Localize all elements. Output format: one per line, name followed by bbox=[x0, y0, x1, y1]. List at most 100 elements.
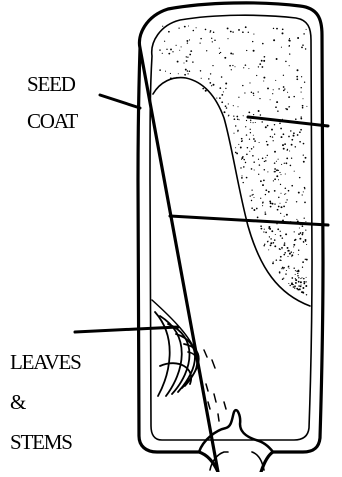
stipple-dot bbox=[269, 200, 271, 202]
stipple-dot bbox=[274, 178, 276, 180]
stipple-dot bbox=[303, 143, 305, 145]
stipple-dot bbox=[296, 288, 298, 290]
seed-coat-label-line2: COAT bbox=[27, 111, 77, 132]
stipple-dot bbox=[303, 98, 304, 99]
stipple-dot bbox=[293, 252, 294, 253]
stipple-dot bbox=[264, 56, 266, 58]
stipple-dot bbox=[243, 166, 245, 168]
stipple-dot bbox=[281, 260, 282, 261]
stipple-dot bbox=[299, 227, 300, 228]
stipple-dot bbox=[249, 139, 250, 140]
stipple-dot bbox=[300, 286, 302, 288]
stipple-dot bbox=[288, 266, 289, 267]
stipple-dot bbox=[243, 115, 244, 116]
stipple-dot bbox=[221, 76, 223, 78]
stipple-dot bbox=[296, 76, 298, 78]
stipple-dot bbox=[301, 116, 302, 117]
stipple-dot bbox=[273, 242, 275, 244]
stipple-dot bbox=[298, 250, 299, 251]
stipple-dot bbox=[273, 180, 274, 181]
stipple-dot bbox=[295, 118, 297, 120]
stipple-dot bbox=[253, 209, 255, 211]
stipple-dot bbox=[243, 159, 244, 160]
stipple-dot bbox=[253, 34, 254, 35]
radicle-dash bbox=[206, 384, 208, 391]
stipple-dot bbox=[245, 162, 246, 163]
stipple-dot bbox=[286, 199, 287, 200]
stipple-dot bbox=[279, 272, 280, 273]
stipple-dot bbox=[271, 129, 273, 131]
stipple-dot bbox=[294, 171, 295, 172]
stipple-dot bbox=[277, 110, 279, 112]
stipple-dot bbox=[276, 28, 278, 30]
stipple-dot bbox=[231, 69, 232, 70]
stipple-dot bbox=[303, 281, 305, 283]
stipple-dot bbox=[281, 247, 283, 249]
stipple-dot bbox=[290, 130, 291, 131]
stipple-dot bbox=[219, 48, 220, 49]
stipple-dot bbox=[220, 52, 221, 53]
stipple-dot bbox=[246, 120, 247, 121]
stipple-dot bbox=[296, 219, 297, 220]
stipple-dot bbox=[236, 116, 238, 118]
stipple-dot bbox=[273, 89, 274, 90]
stipple-dot bbox=[270, 202, 272, 204]
stipple-dot bbox=[230, 52, 232, 54]
stipple-dot bbox=[280, 184, 281, 185]
stipple-dot bbox=[288, 190, 290, 192]
stipple-dot bbox=[288, 136, 290, 138]
stipple-dot bbox=[176, 45, 177, 46]
stipple-dot bbox=[305, 230, 306, 231]
stipple-dot bbox=[286, 158, 288, 160]
stipple-dot bbox=[181, 46, 182, 47]
stipple-dot bbox=[270, 242, 272, 244]
stipple-dot bbox=[185, 69, 187, 71]
stipple-dot bbox=[253, 92, 255, 94]
stipple-dot bbox=[235, 125, 236, 126]
stipple-dot bbox=[262, 66, 264, 68]
stipple-dot bbox=[286, 270, 287, 271]
stipple-dot bbox=[287, 256, 288, 257]
stipple-dot bbox=[291, 277, 293, 279]
stipple-dot bbox=[299, 238, 301, 240]
stipple-dot bbox=[250, 129, 251, 130]
stipple-dot bbox=[233, 133, 234, 134]
stipple-dot bbox=[264, 169, 266, 171]
stipple-dot bbox=[299, 141, 301, 143]
stipple-dot bbox=[288, 39, 290, 41]
stipple-dot bbox=[284, 194, 285, 195]
stipple-dot bbox=[299, 131, 301, 133]
stipple-dot bbox=[305, 285, 307, 287]
stipple-dot bbox=[196, 27, 197, 28]
radicle-dash bbox=[204, 350, 207, 357]
stipple-dot bbox=[284, 143, 286, 145]
stipple-dot bbox=[246, 154, 248, 156]
stipple-dot bbox=[306, 277, 307, 278]
stipple-dot bbox=[293, 246, 294, 247]
stipple-dot bbox=[209, 82, 211, 84]
stipple-dot bbox=[214, 40, 216, 42]
stipple-dot bbox=[273, 261, 274, 262]
stipple-dot bbox=[168, 31, 170, 33]
stipple-dot bbox=[284, 242, 285, 243]
leaves-label-line1: LEAVES bbox=[10, 352, 81, 373]
stipple-dot bbox=[242, 31, 244, 33]
stipple-dot bbox=[293, 267, 294, 268]
stipple-dot bbox=[262, 158, 264, 160]
stipple-dot bbox=[263, 77, 265, 79]
stipple-dot bbox=[170, 48, 172, 50]
stipple-dot bbox=[245, 26, 247, 28]
stipple-dot bbox=[295, 270, 296, 271]
stipple-dot bbox=[293, 96, 294, 97]
stipple-dot bbox=[305, 221, 306, 222]
stipple-dot bbox=[253, 50, 255, 52]
stipple-dot bbox=[211, 38, 212, 39]
stipple-dot bbox=[270, 99, 271, 100]
stipple-dot bbox=[221, 94, 223, 96]
stipple-dot bbox=[296, 201, 297, 202]
stipple-dot bbox=[258, 174, 259, 175]
stipple-dot bbox=[262, 184, 264, 186]
stipple-dot bbox=[276, 169, 278, 171]
